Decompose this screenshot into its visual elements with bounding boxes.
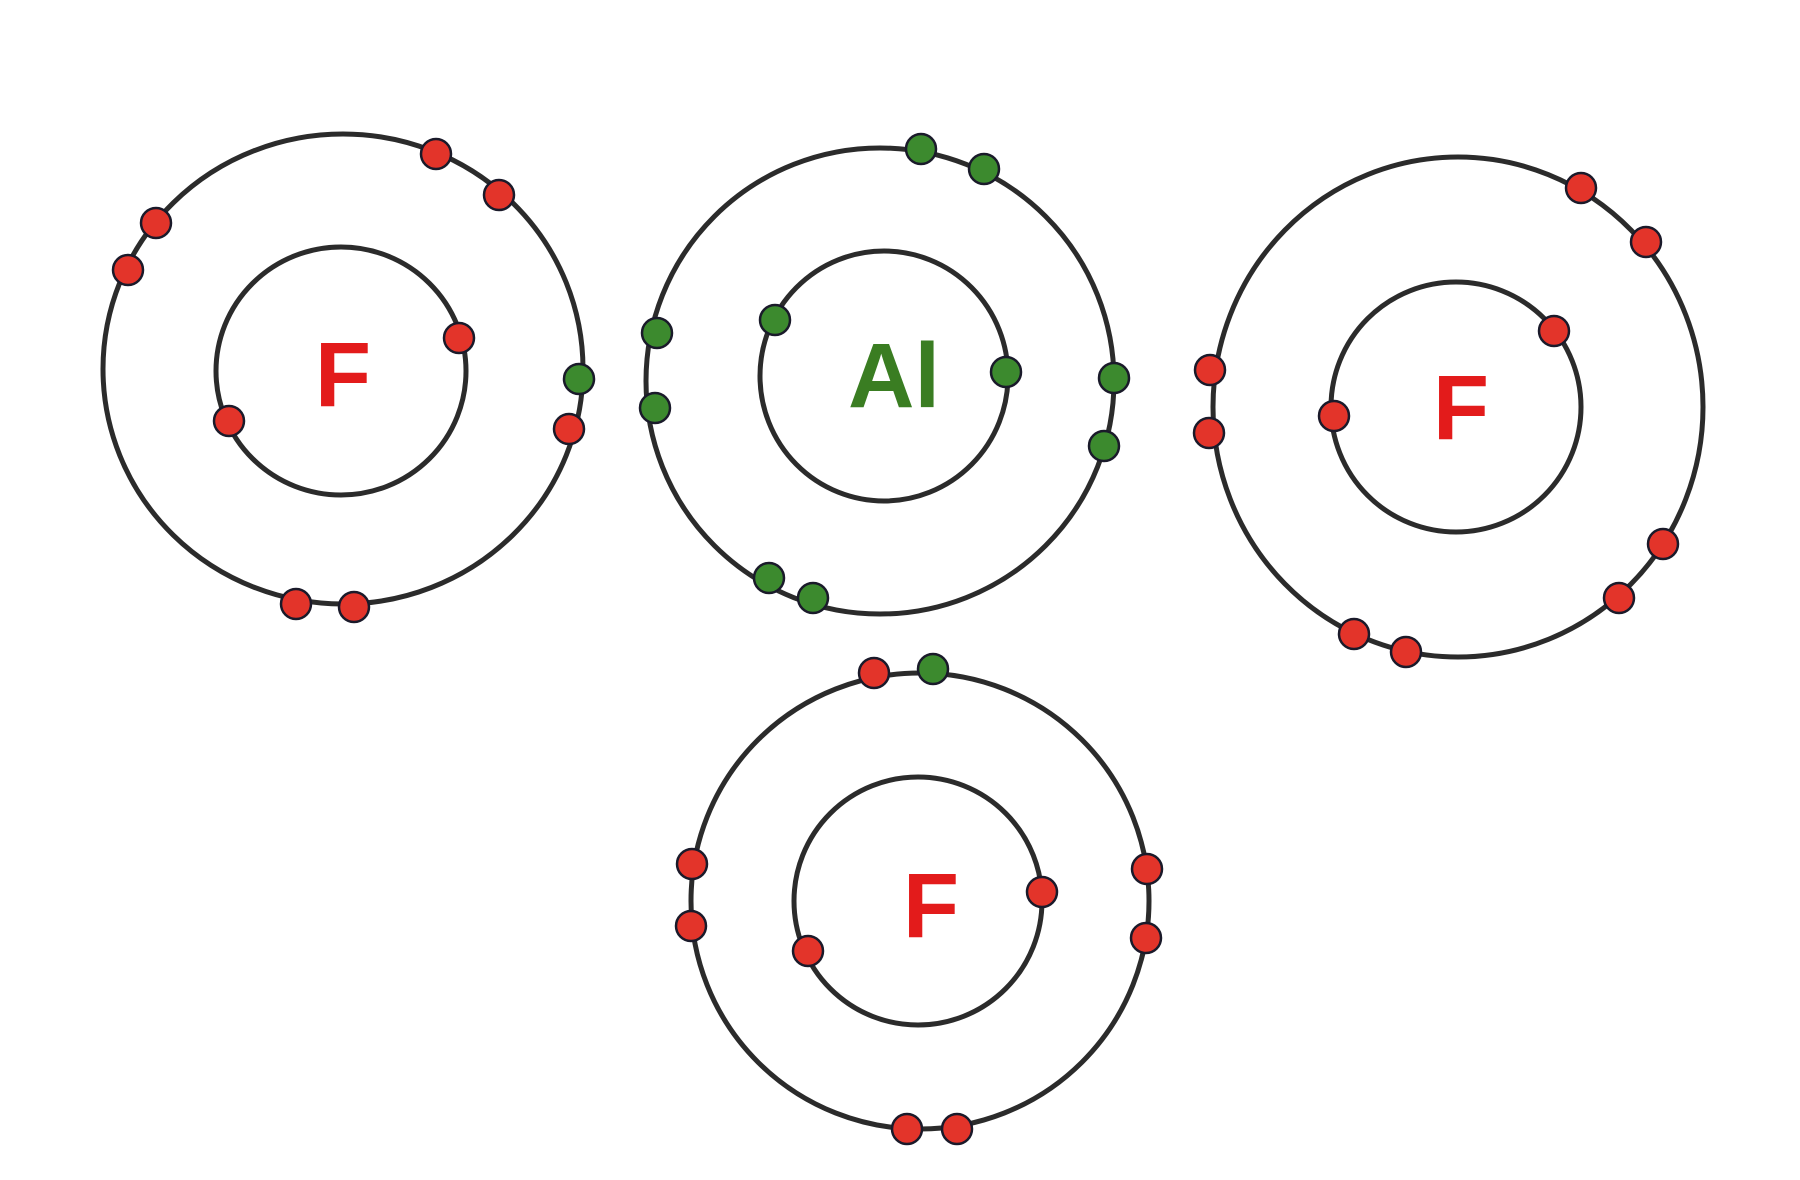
electron <box>638 391 672 425</box>
electron <box>1192 416 1226 450</box>
electron <box>890 1112 924 1146</box>
element-symbol: F <box>315 324 371 426</box>
electron <box>419 137 453 171</box>
electron <box>562 362 596 396</box>
electron <box>1646 527 1680 561</box>
electron <box>857 656 891 690</box>
electron <box>791 934 825 968</box>
electron <box>989 355 1023 389</box>
electron <box>1564 171 1598 205</box>
electron <box>1629 225 1663 259</box>
outer-shell <box>1210 154 1706 660</box>
electron <box>1130 852 1164 886</box>
electron <box>1129 921 1163 955</box>
electron <box>675 847 709 881</box>
electron <box>552 412 586 446</box>
electron <box>967 152 1001 186</box>
atom-fluorine-left: F <box>100 131 596 624</box>
electron <box>904 132 938 166</box>
electron <box>1193 353 1227 387</box>
electrons <box>674 652 1164 1146</box>
element-symbol: F <box>903 855 959 957</box>
electron <box>1087 429 1121 463</box>
element-symbol: F <box>1433 357 1489 459</box>
electron <box>1602 581 1636 615</box>
electron <box>1389 635 1423 669</box>
electron <box>916 652 950 686</box>
electron <box>1337 617 1371 651</box>
electron <box>758 303 792 337</box>
electron <box>212 404 246 438</box>
electron <box>1025 875 1059 909</box>
electron <box>640 316 674 350</box>
atom-fluorine-bottom: F <box>674 652 1164 1146</box>
electron <box>1097 361 1131 395</box>
atom-aluminium-center: Al <box>638 132 1131 617</box>
electron <box>337 590 371 624</box>
electron <box>279 587 313 621</box>
electrons <box>638 132 1131 615</box>
electron <box>940 1112 974 1146</box>
electron <box>111 253 145 287</box>
electron <box>1317 399 1351 433</box>
electron <box>139 206 173 240</box>
electron <box>1537 314 1571 348</box>
electron <box>442 321 476 355</box>
electron <box>674 909 708 943</box>
electrons <box>111 137 596 624</box>
inner-shell <box>213 244 469 498</box>
electron <box>796 581 830 615</box>
atom-fluorine-right: F <box>1192 154 1706 669</box>
electrons <box>1192 171 1680 669</box>
electron <box>752 561 786 595</box>
element-symbol: Al <box>848 325 940 427</box>
electron <box>482 178 516 212</box>
